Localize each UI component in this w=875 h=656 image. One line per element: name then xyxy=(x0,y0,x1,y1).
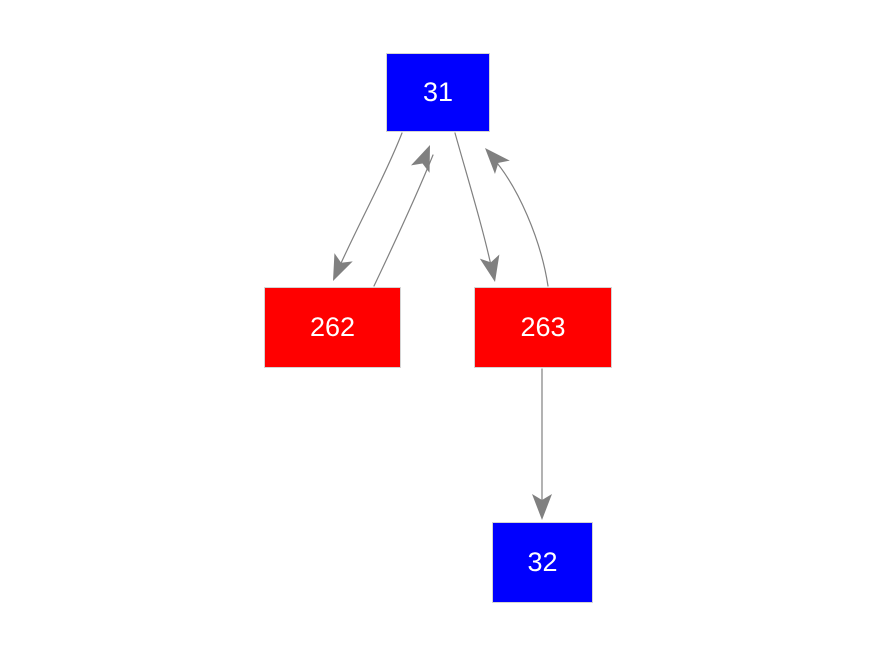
edge-line xyxy=(373,154,434,287)
graph-edge-263-31 xyxy=(485,148,549,287)
graph-edge-31-262 xyxy=(333,132,403,281)
graph-node-32[interactable]: 32 xyxy=(492,522,593,603)
edge-arrowhead xyxy=(479,254,500,282)
graph-edge-31-263 xyxy=(454,132,500,282)
graph-node-label: 31 xyxy=(422,76,454,107)
edge-arrowhead xyxy=(410,145,430,173)
edge-line xyxy=(336,132,403,273)
edge-line xyxy=(491,156,549,287)
graph-edge-262-31 xyxy=(373,145,434,287)
edge-arrowhead xyxy=(333,253,353,281)
graph-node-263[interactable]: 263 xyxy=(474,287,612,368)
edge-arrowhead xyxy=(485,148,510,175)
graph-node-31[interactable]: 31 xyxy=(386,53,490,132)
graph-node-label: 263 xyxy=(520,311,566,342)
graph-edge-263-32 xyxy=(532,368,552,520)
graph-node-label: 262 xyxy=(309,311,356,342)
graph-node-262[interactable]: 262 xyxy=(264,287,401,368)
edge-arrowhead xyxy=(532,494,552,520)
edge-line xyxy=(454,132,493,271)
graph-node-label: 32 xyxy=(527,546,558,577)
